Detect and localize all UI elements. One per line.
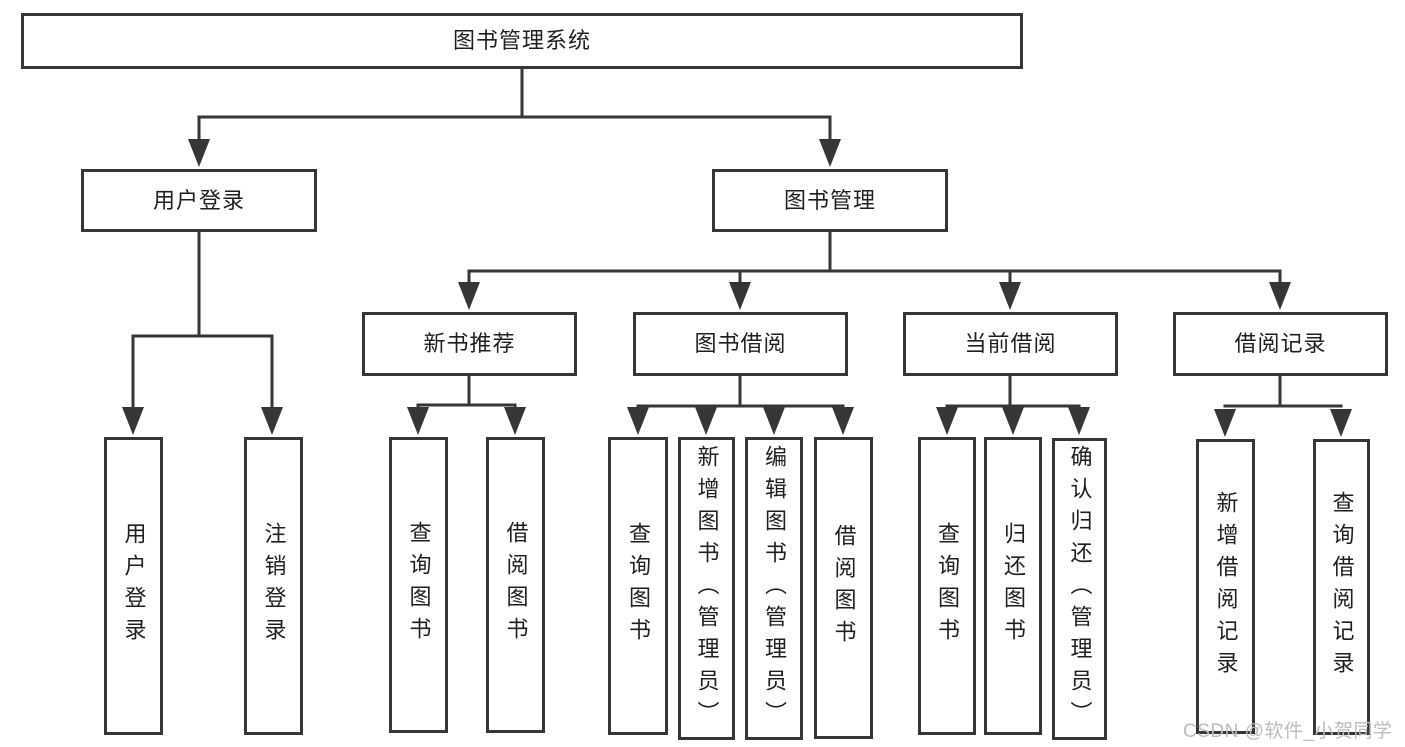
node-leaf-confirm-return-admin: 确认归还（管理员）: [1052, 438, 1107, 740]
node-leaf-query-books-borrow: 查询图书: [608, 437, 668, 735]
csdn-watermark: CSDN @软件_小贺同学: [1183, 721, 1393, 742]
node-borrowing-records: 借阅记录: [1173, 312, 1388, 376]
node-leaf-logout: 注销登录: [244, 437, 303, 735]
node-leaf-query-books-recommend: 查询图书: [389, 437, 448, 733]
node-book-management: 图书管理: [712, 169, 948, 232]
node-leaf-add-books-admin: 新增图书（管理员）: [678, 437, 735, 740]
node-book-borrowing: 图书借阅: [633, 312, 848, 376]
node-current-borrowing: 当前借阅: [903, 312, 1118, 376]
arrowheads: [122, 139, 1352, 437]
node-leaf-query-books-current: 查询图书: [918, 437, 976, 735]
node-leaf-return-books: 归还图书: [984, 437, 1042, 735]
node-library-management-system: 图书管理系统: [21, 13, 1023, 69]
node-leaf-user-login: 用户登录: [104, 437, 163, 735]
node-leaf-query-borrow-record: 查询借阅记录: [1313, 439, 1370, 735]
node-user-login: 用户登录: [81, 169, 317, 232]
node-new-book-recommendation: 新书推荐: [362, 312, 577, 376]
node-leaf-edit-books-admin: 编辑图书（管理员）: [745, 437, 803, 740]
node-leaf-add-borrow-record: 新增借阅记录: [1196, 439, 1255, 734]
node-leaf-borrow-books: 借阅图书: [814, 437, 873, 739]
node-leaf-borrow-books-recommend: 借阅图书: [486, 437, 545, 733]
connector-lines: [131, 69, 1343, 410]
